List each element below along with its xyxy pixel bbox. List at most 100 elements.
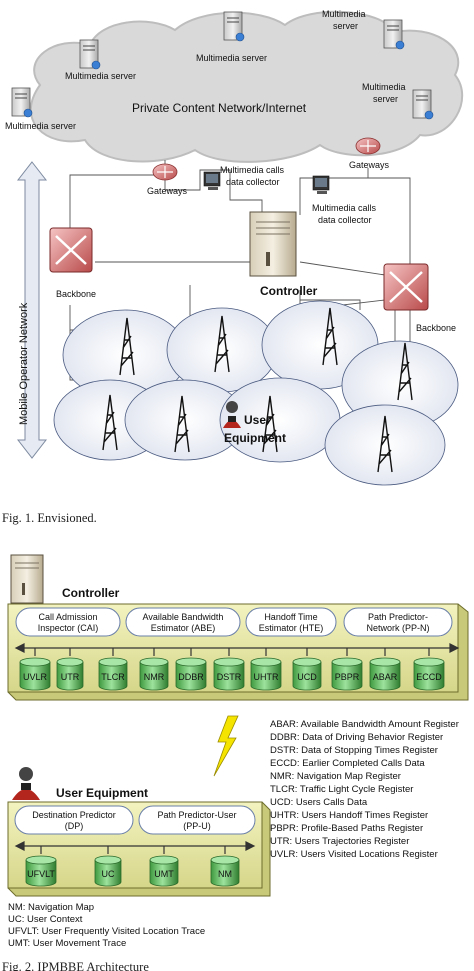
module-ppn-line1: Path Predictor- [368, 612, 428, 622]
register-uvlr-label: UVLR [23, 672, 48, 682]
legend-line-7: UCD: Users Calls Data [270, 797, 368, 808]
module-dp-line1: Destination Predictor [32, 810, 116, 820]
register-dstr: DSTR [213, 657, 245, 691]
user-equipment-icon [223, 401, 241, 428]
register-umt-label: UMT [154, 869, 174, 879]
register-uhtr: UHTR [250, 657, 282, 691]
controller-label: Controller [260, 284, 318, 298]
backbone-right-label: Backbone [416, 323, 456, 333]
register-pbpr-label: PBPR [335, 672, 360, 682]
mobile-network-label: Mobile Operator Network [18, 302, 30, 425]
legend-line-3: DSTR: Data of Stopping Times Register [270, 745, 438, 756]
fig2-controller-icon [10, 554, 44, 604]
server-3-label-line1: Multimedia [322, 9, 366, 19]
register-umt: UMT [149, 855, 179, 887]
backbone-router-left: Backbone [49, 227, 96, 299]
mobile-network-arrow: Mobile Operator Network [16, 161, 48, 459]
register-uc: UC [94, 855, 122, 887]
server-3: Multimedia server [322, 9, 405, 50]
register-utr: UTR [56, 657, 84, 691]
server-5-label: Multimedia server [5, 121, 76, 131]
cloud-label: Private Content Network/Internet [132, 101, 307, 115]
server-4-label-line2: server [373, 94, 398, 104]
ue-legend-line-3: UFVLT: User Frequently Visited Location … [8, 926, 205, 937]
user-label-line1: User [244, 413, 271, 427]
register-ddbr: DDBR [175, 657, 207, 691]
register-ufvlt-label: UFVLT [27, 869, 55, 879]
data-collector-2: Multimedia calls data collector [312, 175, 377, 225]
register-legend: ABAR: Available Bandwidth Amount Registe… [270, 719, 459, 860]
controller-tower: Controller [249, 211, 318, 298]
ue-modules: Destination Predictor (DP) Path Predicto… [14, 805, 256, 835]
server-1: Multimedia server [65, 39, 136, 81]
cell-coverage [53, 300, 459, 486]
collector-2-line2: data collector [318, 215, 372, 225]
ue-legend: NM: Navigation Map UC: User Context UFVL… [8, 902, 205, 949]
legend-line-9: PBPR: Profile-Based Paths Register [270, 823, 423, 834]
register-nm-label: NM [218, 869, 232, 879]
register-ddbr-label: DDBR [178, 672, 204, 682]
server-5: Multimedia server [5, 87, 76, 131]
figure2-caption: Fig. 2. IPMBBE Architecture [2, 960, 149, 971]
register-nmr-label: NMR [144, 672, 165, 682]
collector-2-line1: Multimedia calls [312, 203, 377, 213]
server-4-label-line1: Multimedia [362, 82, 406, 92]
register-ufvlt: UFVLT [25, 855, 57, 887]
legend-line-4: ECCD: Earlier Completed Calls Data [270, 758, 425, 769]
backbone-left-label: Backbone [56, 289, 96, 299]
module-hte-line1: Handoff Time [264, 612, 317, 622]
figure1-caption: Fig. 1. Envisioned. [2, 511, 97, 525]
legend-line-1: ABAR: Available Bandwidth Amount Registe… [270, 719, 459, 730]
ue-legend-line-4: UMT: User Movement Trace [8, 938, 126, 949]
server-3-label-line2: server [333, 21, 358, 31]
legend-line-10: UTR: Users Trajectories Register [270, 836, 409, 847]
gateway-right: Gateways [349, 137, 390, 170]
module-ppu-line1: Path Predictor-User [157, 810, 236, 820]
register-ucd-label: UCD [297, 672, 317, 682]
ue-bus [14, 841, 256, 854]
register-abar: ABAR [369, 657, 401, 691]
backbone-router-right: Backbone [383, 263, 456, 333]
register-tlcr-label: TLCR [101, 672, 125, 682]
module-hte-line2: Estimator (HTE) [259, 623, 324, 633]
wireless-link-icon [213, 715, 239, 777]
content-network-cloud [29, 10, 464, 163]
server-2: Multimedia server [196, 11, 267, 63]
legend-line-2: DDBR: Data of Driving Behavior Register [270, 732, 443, 743]
legend-line-11: UVLR: Users Visited Locations Register [270, 849, 438, 860]
module-abe-line1: Available Bandwidth [143, 612, 224, 622]
register-utr-label: UTR [61, 672, 80, 682]
register-nm: NM [210, 855, 240, 887]
controller-modules: Call Admission Inspector (CAI) Available… [15, 607, 453, 637]
module-cai-line2: Inspector (CAI) [38, 623, 99, 633]
ue-title: User Equipment [56, 786, 148, 800]
module-abe-line2: Estimator (ABE) [151, 623, 216, 633]
register-uc-label: UC [102, 869, 115, 879]
server-1-label: Multimedia server [65, 71, 136, 81]
module-dp-line2: (DP) [65, 821, 84, 831]
register-tlcr: TLCR [98, 657, 128, 691]
server-2-label: Multimedia server [196, 53, 267, 63]
module-cai-line1: Call Admission [38, 612, 97, 622]
fig2-controller-title: Controller [62, 586, 120, 600]
gateway-right-label: Gateways [349, 160, 390, 170]
module-ppn-line2: Network (PP-N) [366, 623, 429, 633]
ue-legend-line-1: NM: Navigation Map [8, 902, 94, 913]
register-uvlr: UVLR [19, 657, 51, 691]
register-uhtr-label: UHTR [254, 672, 279, 682]
data-collector-1: Multimedia calls data collector [203, 165, 285, 190]
controller-registers: UVLR UTR TLCR NMR DDBR DSTR [19, 657, 445, 691]
ue-legend-line-2: UC: User Context [8, 914, 83, 925]
ue-icon [12, 767, 40, 800]
user-label-line2: Equipment [224, 431, 286, 445]
controller-bus [14, 643, 460, 656]
collector-1-line2: data collector [226, 177, 280, 187]
collector-1-line1: Multimedia calls [220, 165, 285, 175]
register-abar-label: ABAR [373, 672, 398, 682]
legend-line-6: TLCR: Traffic Light Cycle Register [270, 784, 413, 795]
gateway-left-label: Gateways [147, 186, 188, 196]
register-ucd: UCD [292, 657, 322, 691]
register-nmr: NMR [139, 657, 169, 691]
register-eccd-label: ECCD [416, 672, 442, 682]
